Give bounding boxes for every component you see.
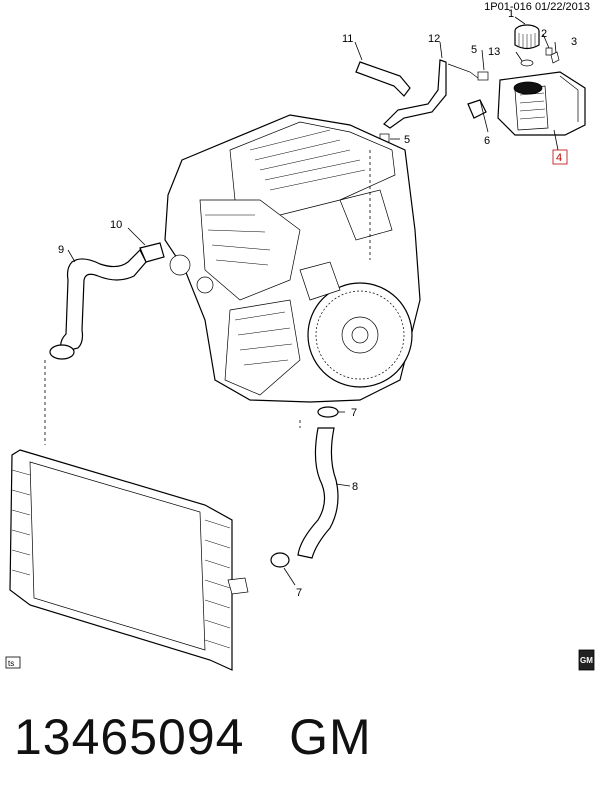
clamp-7-upper[interactable] xyxy=(317,406,339,418)
leader-lines xyxy=(67,16,559,586)
callout-5-lower: 5 xyxy=(404,134,410,146)
engine-assembly xyxy=(164,114,421,403)
callout-6: 6 xyxy=(484,135,490,147)
callout-13: 13 xyxy=(488,46,500,58)
callout-11: 11 xyxy=(342,33,353,45)
fitting-5-upper[interactable] xyxy=(477,71,489,81)
callout-5-upper: 5 xyxy=(471,44,477,56)
diagram-date: 01/22/2013 xyxy=(534,1,590,13)
reservoir-cap[interactable] xyxy=(514,24,540,50)
hose-11[interactable] xyxy=(355,61,411,97)
callout-2: 2 xyxy=(541,28,547,40)
callout-3: 3 xyxy=(571,36,577,48)
coolant-reservoir[interactable] xyxy=(497,71,586,136)
ts-badge-box xyxy=(5,656,21,669)
callout-1: 1 xyxy=(508,8,514,20)
diagram-code: 1P01-016 xyxy=(484,1,532,13)
ts-badge: ts xyxy=(8,659,14,668)
clamp-6[interactable] xyxy=(467,99,487,119)
footer-part-label: 13465094 GM xyxy=(14,708,372,766)
callout-12: 12 xyxy=(428,33,440,45)
hose-12-branch xyxy=(447,63,479,79)
hose-8[interactable] xyxy=(297,427,339,559)
gm-logo: GM xyxy=(580,656,593,665)
hose-9[interactable] xyxy=(60,248,147,353)
callout-4-box xyxy=(552,149,568,165)
diagram-header: 1P01-016 01/22/2013 xyxy=(484,1,590,13)
clip-part-2[interactable] xyxy=(545,47,553,56)
hose-9-clamp[interactable] xyxy=(49,344,75,360)
clamp-7-lower[interactable] xyxy=(270,552,290,568)
callout-4: 4 xyxy=(556,152,562,164)
brand-name: GM xyxy=(289,709,372,765)
sensor-part-3[interactable] xyxy=(550,51,560,64)
radiator xyxy=(9,449,249,671)
callout-10: 10 xyxy=(110,219,122,231)
callout-7-upper: 7 xyxy=(351,407,357,419)
part-number: 13465094 xyxy=(14,709,245,765)
callout-7-lower: 7 xyxy=(296,587,302,599)
callout-9: 9 xyxy=(58,244,64,256)
callout-8: 8 xyxy=(352,481,358,493)
cap-seal[interactable] xyxy=(520,59,534,67)
hose-12[interactable] xyxy=(383,59,447,129)
gm-logo-box xyxy=(578,649,595,671)
